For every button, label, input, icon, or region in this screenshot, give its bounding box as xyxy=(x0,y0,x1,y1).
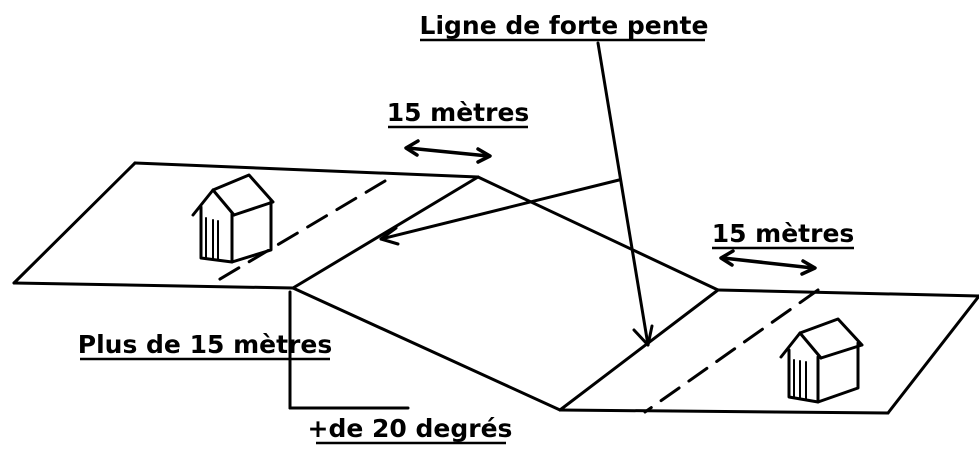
slope-face xyxy=(291,175,720,412)
arrowhead-down xyxy=(632,324,654,347)
label-15m-left: 15 mètres xyxy=(387,98,530,129)
label-15m-right: 15 mètres xyxy=(712,219,855,250)
arrowhead-left xyxy=(379,226,400,246)
road-dashed-line-left xyxy=(208,179,387,287)
house-icon-right xyxy=(779,317,864,404)
lower-plateau xyxy=(558,288,979,415)
width-label-left: 15 mètres xyxy=(387,98,530,127)
width-arrow-right xyxy=(719,249,817,276)
label-angle: +de 20 degrés xyxy=(308,414,513,445)
house-icon-left xyxy=(191,173,275,264)
steepest-slope-line xyxy=(379,41,654,347)
upper-plateau xyxy=(12,161,480,290)
road-dashed-line-right xyxy=(643,288,820,414)
height-label: Plus de 15 mètres xyxy=(78,330,332,359)
top-label: Ligne de forte pente xyxy=(420,11,709,40)
width-label-right: 15 mètres xyxy=(712,219,855,248)
angle-label: +de 20 degrés xyxy=(308,414,513,443)
label-height: Plus de 15 mètres xyxy=(78,330,332,361)
height-construction xyxy=(288,290,410,410)
label-ligne-de-forte-pente: Ligne de forte pente xyxy=(420,11,709,42)
width-arrow-left xyxy=(404,139,492,164)
